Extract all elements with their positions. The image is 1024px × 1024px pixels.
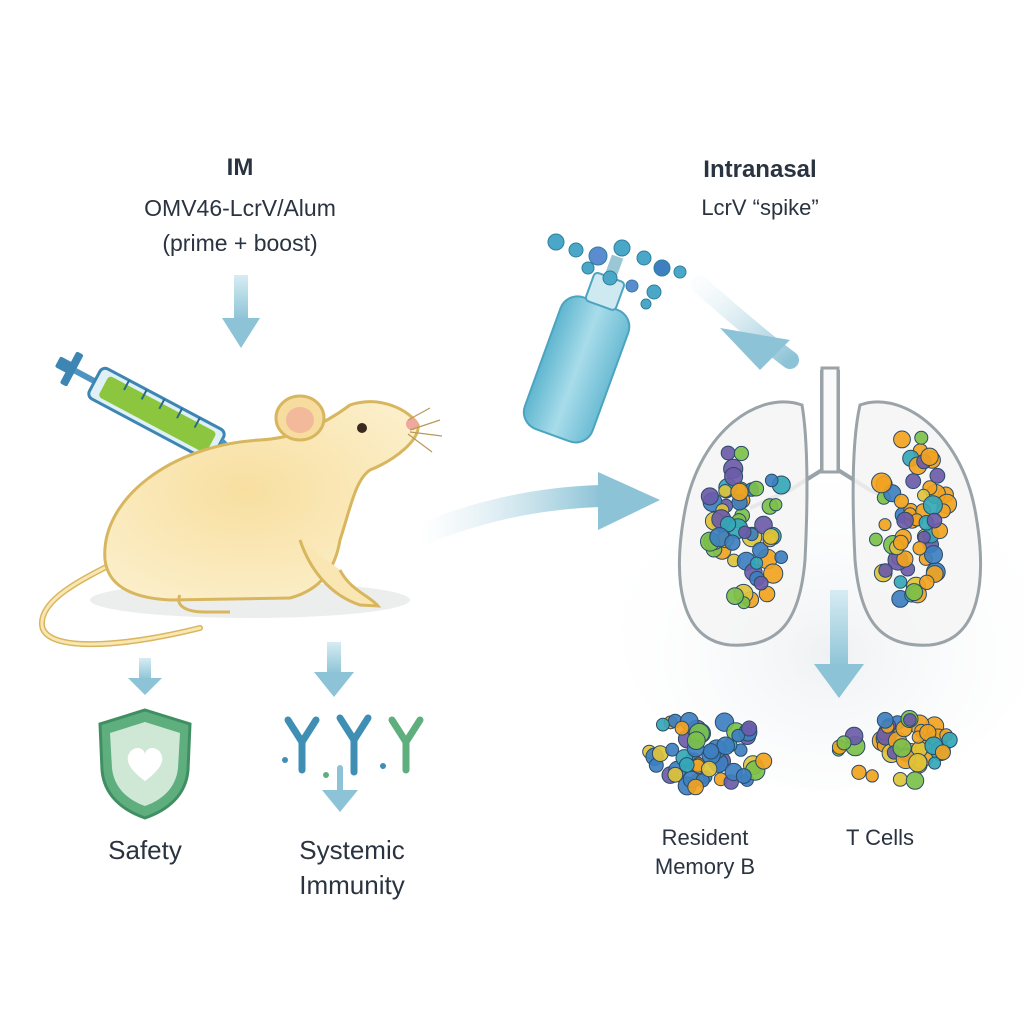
cell	[896, 550, 914, 568]
cell	[892, 738, 912, 758]
systemic-immunity-line2: Immunity	[299, 870, 405, 900]
intranasal-title: Intranasal	[703, 156, 817, 183]
antibody-icon	[282, 714, 424, 812]
cell	[836, 735, 852, 751]
cell	[896, 511, 914, 530]
cell	[878, 563, 893, 578]
systemic-immunity-line1: Systemic	[299, 835, 405, 865]
shield-heart-icon	[98, 708, 192, 820]
cell	[720, 445, 736, 461]
cell	[748, 480, 765, 497]
cell	[905, 583, 924, 602]
cell	[753, 575, 769, 591]
t-cell-cluster	[831, 710, 958, 790]
cell	[920, 447, 939, 466]
flow-arrow-to-lungs	[409, 472, 660, 546]
lungs-down-arrow	[814, 590, 864, 698]
cell	[774, 550, 789, 565]
cell	[687, 778, 704, 796]
cell	[914, 430, 929, 445]
im-down-arrow	[222, 275, 260, 348]
cell	[750, 556, 764, 570]
cell	[908, 753, 928, 773]
cell	[755, 752, 773, 770]
cell	[679, 757, 695, 773]
cell	[726, 587, 744, 605]
spray-bottle-icon	[522, 254, 631, 444]
cell	[701, 760, 718, 778]
cell	[926, 512, 943, 529]
cell	[905, 771, 925, 790]
intranasal-antigen: LcrV “spike”	[701, 195, 819, 220]
im-formulation: OMV46-LcrV/Alum	[144, 195, 336, 221]
cell	[724, 467, 744, 486]
im-title: IM	[226, 154, 254, 181]
cell	[667, 766, 684, 783]
cell	[769, 498, 783, 512]
mouse-icon	[39, 394, 443, 648]
cell	[665, 742, 680, 757]
lung-cell-clusters	[700, 430, 958, 610]
t-cells-label: T Cells	[845, 825, 915, 850]
im-schedule: (prime + boost)	[162, 230, 318, 256]
cell	[893, 493, 909, 509]
cell	[912, 541, 927, 556]
spray-mist	[547, 233, 687, 310]
cell	[674, 720, 690, 736]
cell	[893, 430, 911, 449]
cell	[893, 534, 909, 551]
cell	[905, 473, 922, 490]
cell	[869, 532, 883, 547]
cell	[735, 768, 752, 784]
cell	[656, 717, 670, 732]
cell	[724, 534, 741, 551]
cell	[733, 445, 750, 462]
cell	[928, 756, 942, 770]
safety-down-arrow	[128, 658, 162, 695]
cell	[924, 545, 943, 565]
resident-memory-b-line2: Memory B	[654, 854, 756, 879]
cell	[871, 472, 892, 494]
cell	[876, 711, 894, 729]
cell	[903, 713, 917, 727]
cell	[929, 467, 946, 484]
memory-b-cell-cluster	[642, 712, 773, 796]
resident-memory-b-line1: Resident	[661, 825, 749, 850]
cell	[762, 528, 780, 545]
safety-label: Safety	[108, 835, 182, 865]
cell	[700, 487, 719, 506]
cell	[731, 728, 746, 743]
cell	[878, 518, 892, 532]
cell	[764, 473, 779, 488]
cell	[851, 764, 867, 780]
cell	[718, 484, 733, 498]
cell	[702, 743, 720, 760]
cell	[941, 731, 958, 749]
cell	[934, 744, 951, 761]
cell	[738, 525, 752, 539]
cell	[720, 516, 737, 533]
cell	[763, 563, 784, 584]
cell	[919, 574, 935, 590]
cell	[865, 769, 879, 783]
cell	[730, 482, 749, 502]
cell	[686, 731, 706, 750]
cell	[922, 495, 943, 516]
spray-arrow	[691, 276, 799, 370]
systemic-down-arrow	[314, 642, 354, 697]
cell	[892, 772, 908, 787]
cell	[741, 720, 758, 737]
cell	[716, 736, 736, 756]
cell	[893, 575, 908, 589]
